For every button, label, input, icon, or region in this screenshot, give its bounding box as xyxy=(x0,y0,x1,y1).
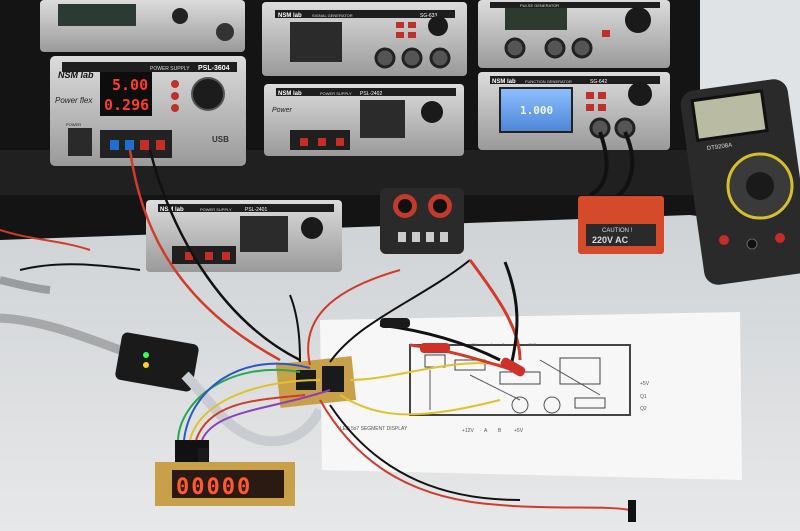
svg-text:PSL-2401: PSL-2401 xyxy=(245,207,267,213)
svg-text:NSM lab: NSM lab xyxy=(278,91,302,97)
power-supply-main: NSM lab POWER SUPPLY PSL-3604 5.00 0.296… xyxy=(50,56,246,166)
function-generator: NSM lab FUNCTION GENERATOR SG-642 1.000 xyxy=(478,72,670,150)
led-display-board: 00000 xyxy=(155,440,295,506)
svg-text:LED 5x7 SEGMENT DISPLAY: LED 5x7 SEGMENT DISPLAY xyxy=(340,426,408,432)
svg-text:SIGNAL GENERATOR: SIGNAL GENERATOR xyxy=(312,13,353,18)
svg-text:CAUTION !: CAUTION ! xyxy=(602,228,633,234)
multimeter: DT9208A xyxy=(680,79,800,285)
black-clip xyxy=(380,318,410,328)
svg-text:+5V: +5V xyxy=(470,342,478,347)
svg-text:A: A xyxy=(484,428,488,434)
svg-text:NSM lab: NSM lab xyxy=(160,207,184,213)
svg-text:Power: Power xyxy=(272,107,293,114)
svg-text:SG-633: SG-633 xyxy=(420,13,437,19)
svg-text:POWER SUPPLY: POWER SUPPLY xyxy=(320,91,352,96)
svg-text:POWER SUPPLY: POWER SUPPLY xyxy=(150,66,190,72)
svg-text:NSM lab: NSM lab xyxy=(278,13,302,19)
svg-text:POWER SUPPLY: POWER SUPPLY xyxy=(200,207,232,212)
svg-text:Power flex: Power flex xyxy=(55,96,93,105)
voltage-readout: 5.00 xyxy=(112,76,148,94)
svg-text:PULSE GENERATOR: PULSE GENERATOR xyxy=(520,3,559,8)
instrument-top-left xyxy=(40,0,245,52)
led-digits: 00000 xyxy=(176,475,252,500)
svg-text:B: B xyxy=(502,342,505,347)
svg-text:GND: GND xyxy=(528,342,537,347)
probe-tip xyxy=(628,500,636,522)
svg-text:Q2: Q2 xyxy=(640,406,647,412)
signal-generator-1: NSM lab SIGNAL GENERATOR SG-633 xyxy=(262,2,467,76)
svg-text:A: A xyxy=(490,342,493,347)
current-readout: 0.296 xyxy=(104,96,149,114)
svg-text:+5V: +5V xyxy=(514,428,524,434)
svg-text:PSL-2402: PSL-2402 xyxy=(360,91,382,97)
frequency-readout: 1.000 xyxy=(520,104,553,117)
svg-text:NSM lab: NSM lab xyxy=(492,79,516,85)
svg-text:220V AC: 220V AC xyxy=(592,235,629,245)
svg-text:DT9208A: DT9208A xyxy=(707,143,733,152)
svg-text:PSL-3604: PSL-3604 xyxy=(198,65,230,72)
svg-text:Q1: Q1 xyxy=(640,394,647,400)
caution-box: CAUTION ! 220V AC xyxy=(578,196,664,254)
jumper-wires xyxy=(0,149,631,511)
svg-text:+5V: +5V xyxy=(640,381,650,387)
svg-text:USB: USB xyxy=(212,135,229,144)
twin-knob-module xyxy=(380,188,464,254)
svg-text:FUNCTION GENERATOR: FUNCTION GENERATOR xyxy=(525,79,572,84)
red-clip xyxy=(420,343,450,353)
svg-text:NSM lab: NSM lab xyxy=(58,70,94,80)
svg-text:+12V: +12V xyxy=(462,428,474,434)
power-supply-small-1: NSM lab POWER SUPPLY PSL-2402 Power xyxy=(264,84,464,156)
red-clip-2 xyxy=(500,357,526,377)
usb-programmer xyxy=(115,332,199,392)
schematic-paper: LED 5x7 SEGMENT DISPLAY +12V A B +5V +5V… xyxy=(320,312,742,480)
svg-text:POWER: POWER xyxy=(66,122,81,127)
power-supply-small-2: NSM lab POWER SUPPLY PSL-2401 xyxy=(146,200,342,272)
svg-text:B: B xyxy=(498,428,502,434)
pulse-generator: PULSE GENERATOR xyxy=(478,0,670,68)
svg-text:SG-642: SG-642 xyxy=(590,79,607,85)
